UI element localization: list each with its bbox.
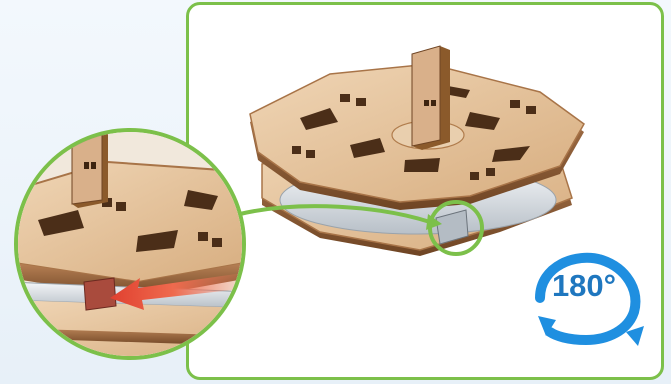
zoom-magnifier [14, 128, 246, 360]
rotation-angle-label: 180° [543, 270, 625, 302]
zoomed-detail [18, 132, 246, 360]
center-shaft [412, 46, 450, 150]
